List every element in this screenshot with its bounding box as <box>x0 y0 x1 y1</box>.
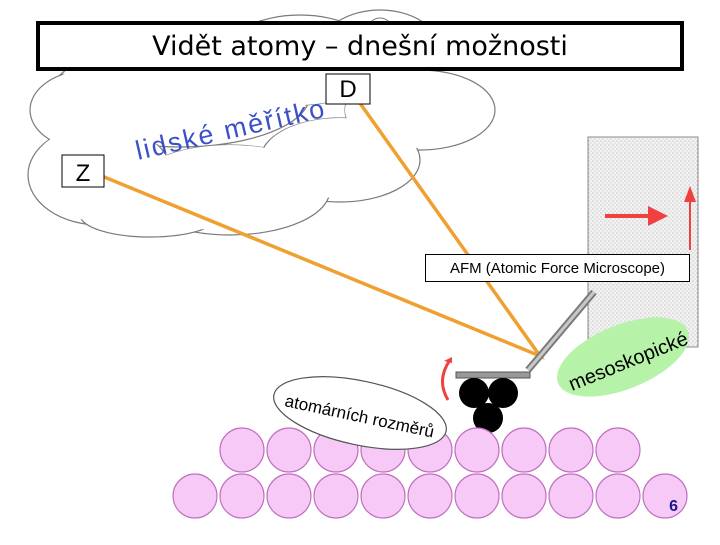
piezo-scanner <box>587 136 699 348</box>
atomic-scale-oval <box>273 376 447 450</box>
laser-source-box <box>61 154 105 188</box>
laser-source-label: Z <box>76 160 91 187</box>
slide-title: Vidět atomy – dnešní možnosti <box>152 30 568 62</box>
sample-atoms <box>172 427 688 519</box>
afm-label: AFM (Atomic Force Microscope) <box>425 254 690 282</box>
cantilever <box>455 289 597 379</box>
oscillation-arrow <box>441 359 452 401</box>
scan-direction-arrows <box>605 186 696 250</box>
page-number: 6 <box>669 498 678 515</box>
oscillation-arrowhead <box>444 357 452 363</box>
mesoscopic-ellipse <box>556 317 690 397</box>
title-box: Vidět atomy – dnešní možnosti <box>36 21 684 71</box>
tip-atoms <box>459 378 518 433</box>
detector-box <box>325 73 371 105</box>
detector-label: D <box>339 76 356 103</box>
